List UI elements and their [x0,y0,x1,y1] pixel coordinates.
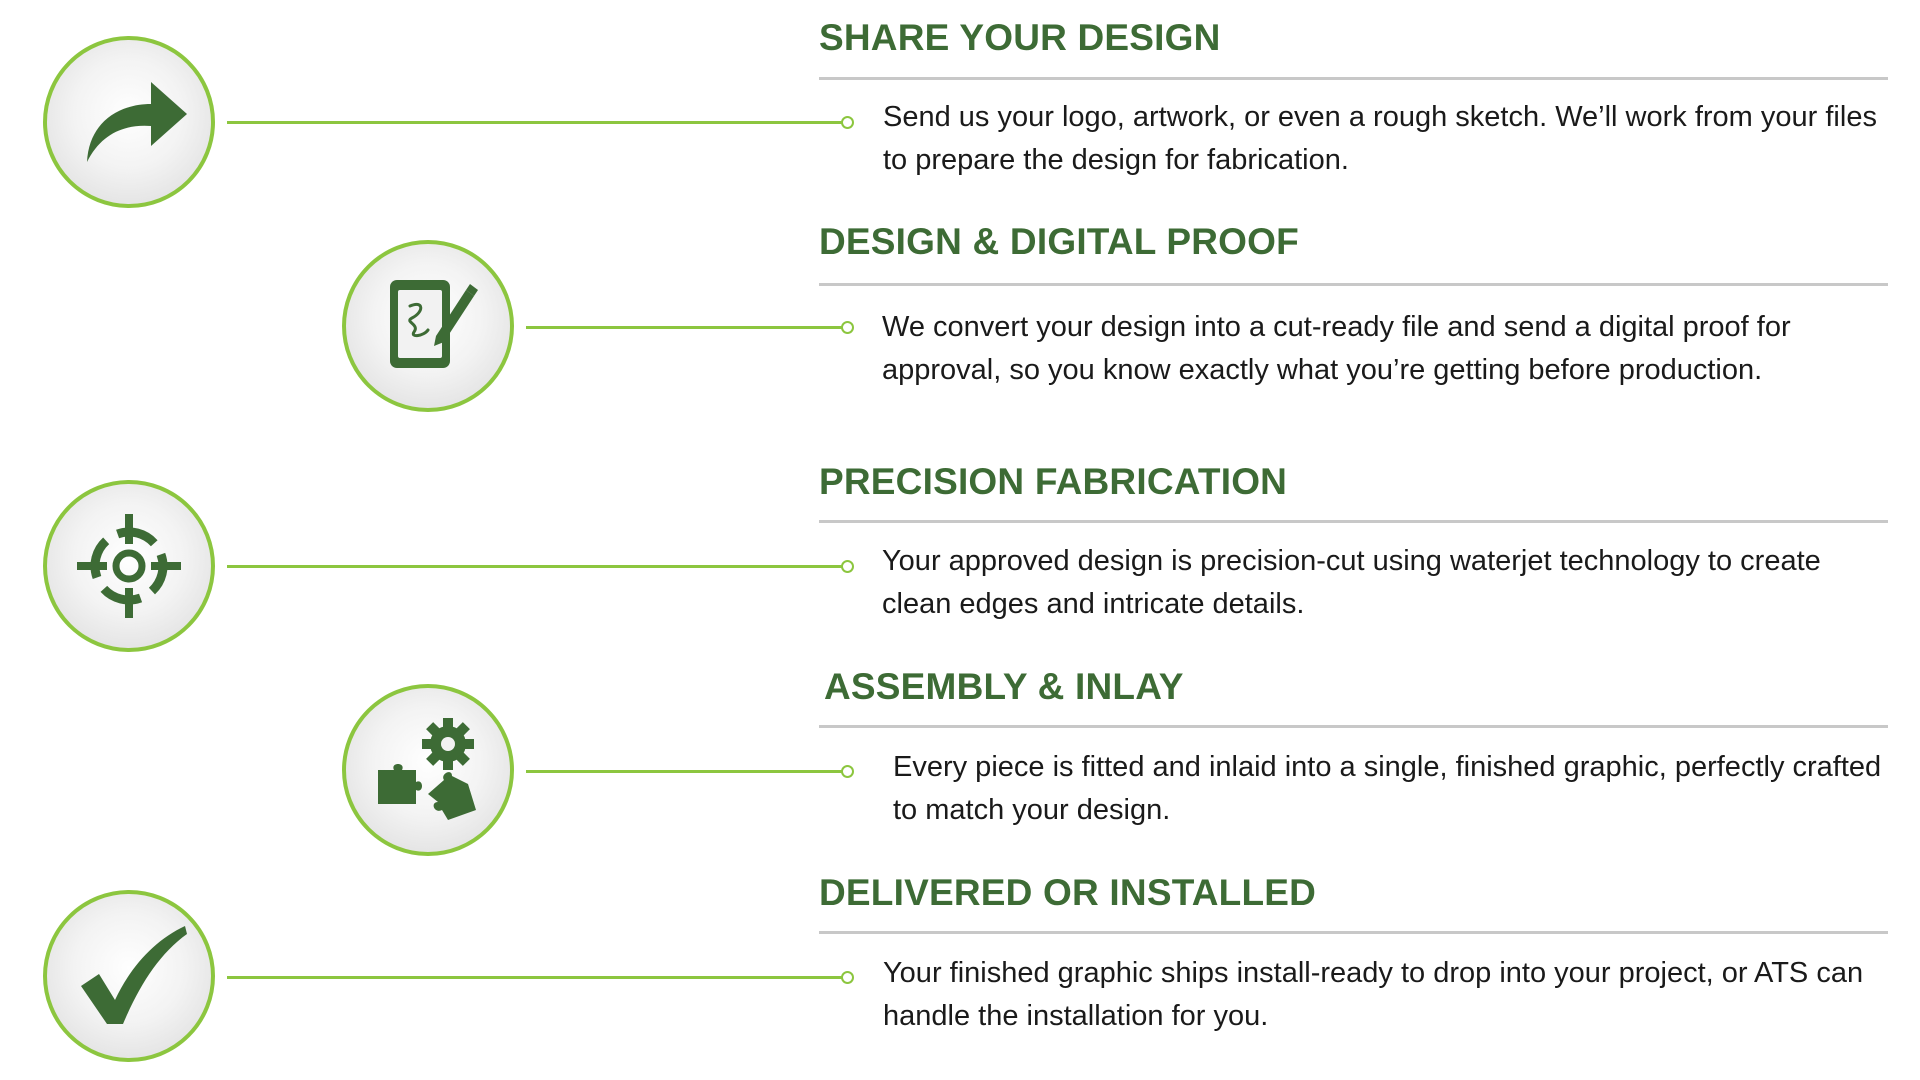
step-4-connector-line [526,770,845,773]
step-1-icon-circle [43,36,215,208]
tablet-pen-icon [390,280,478,368]
step-2-description: We convert your design into a cut-ready … [882,311,1791,386]
step-2-icon-circle [342,240,514,412]
step-3-description: Your approved design is precision-cut us… [882,545,1821,620]
step-1-title: SHARE YOUR DESIGN [819,17,1221,58]
step-5-connector-dot [841,971,854,984]
checkmark-icon [81,926,187,1024]
step-2-divider [819,283,1888,286]
step-4-connector-dot [841,765,854,778]
step-1-divider [819,77,1888,80]
step-4-divider [819,725,1888,728]
gear-puzzle-icon [378,718,476,820]
step-3-icon-circle [43,480,215,652]
step-3-connector-line [227,565,845,568]
step-4-description: Every piece is fitted and inlaid into a … [893,751,1882,826]
step-5-description: Your finished graphic ships install-read… [883,957,1864,1032]
step-4-icon-circle [342,684,514,856]
step-1-connector-line [227,121,845,124]
step-5-connector-line [227,976,845,979]
step-4-title: ASSEMBLY & INLAY [824,666,1184,707]
share-arrow-icon [87,82,187,162]
step-3-connector-dot [841,560,854,573]
step-2-connector-dot [841,321,854,334]
step-3-divider [819,520,1888,523]
step-5-title: DELIVERED OR INSTALLED [819,872,1317,913]
crosshair-target-icon [77,514,181,618]
step-3-title: PRECISION FABRICATION [819,461,1288,502]
step-2-connector-line [526,326,845,329]
step-5-divider [819,931,1888,934]
step-5-icon-circle [43,890,215,1062]
step-2-title: DESIGN & DIGITAL PROOF [819,221,1299,262]
step-1-connector-dot [841,116,854,129]
step-1-description: Send us your logo, artwork, or even a ro… [883,101,1877,176]
